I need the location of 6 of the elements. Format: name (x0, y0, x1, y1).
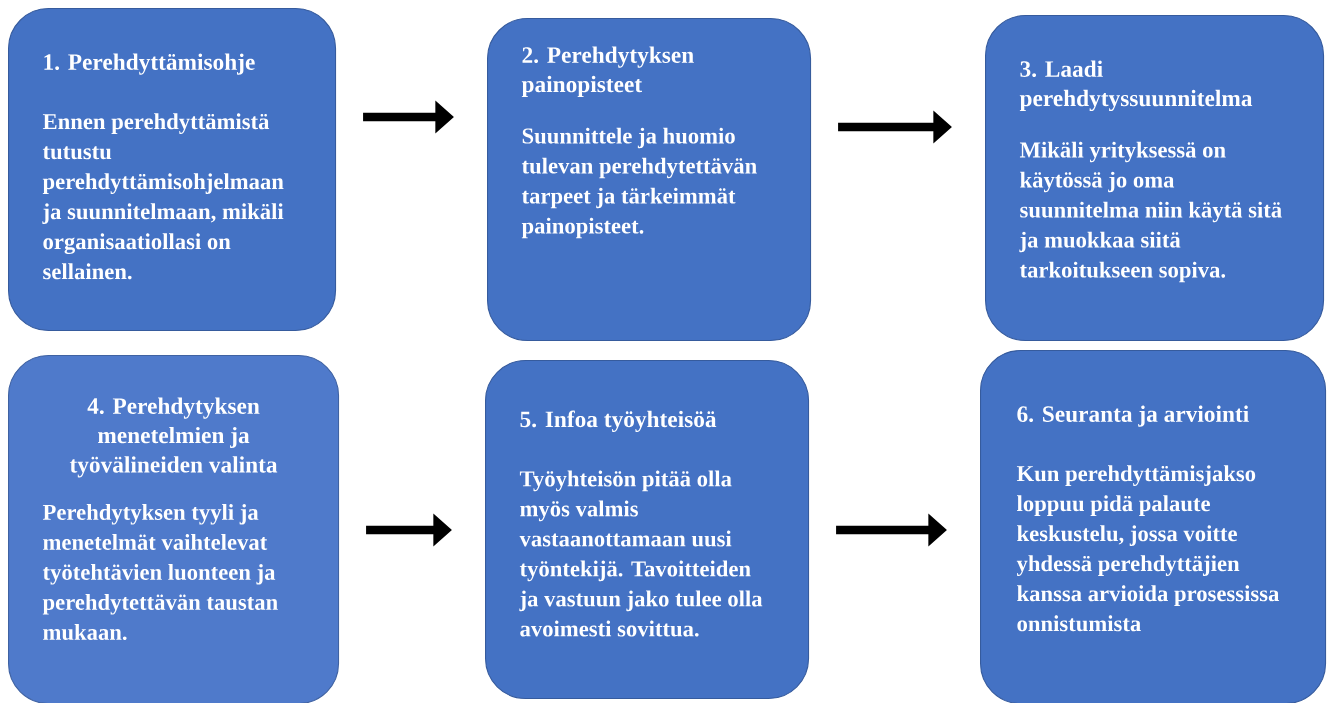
process-box: 2. Perehdytyksen painopisteet Suunnittele ja huomio tulevan perehdytettävän tarpeet ja tärkeimmät painopisteet. (487, 18, 812, 342)
process-box: 1. Perehdyttämisohje Ennen perehdyttämistä tutustu perehdyttämisohjelmaan ja suunnitelmaan, mikäli organisaatiollasi on sellainen. (8, 8, 337, 332)
process-box: 4. Perehdytyksen menetelmien ja työvälineiden valinta Perehdytyksen tyyli ja menetelmät vaihtelevat työtehtävien luonteen ja perehdytettävän taustan mukaan. (8, 355, 340, 703)
process-box: 5. Infoa työyhteisöä Työyhteisön pitää olla myös valmis vastaanottamaan uusi työntekijä. Tavoitteiden ja vastuun jako tulee olla avoimesti sovittua. (485, 360, 810, 700)
process-box: 6. Seuranta ja arviointi Kun perehdyttämisjakso loppuu pidä palaute keskustelu, jossa voitte yhdessä perehdyttäjien kanssa arvioida prosessissa onnistumista (980, 350, 1327, 703)
process-box: 3. Laadi perehdytyssuunnitelma Mikäli yrityksessä on käytössä jo oma suunnitelma niin käytä sitä ja muokkaa siitä tarkoitukseen sopiva. (985, 15, 1325, 342)
